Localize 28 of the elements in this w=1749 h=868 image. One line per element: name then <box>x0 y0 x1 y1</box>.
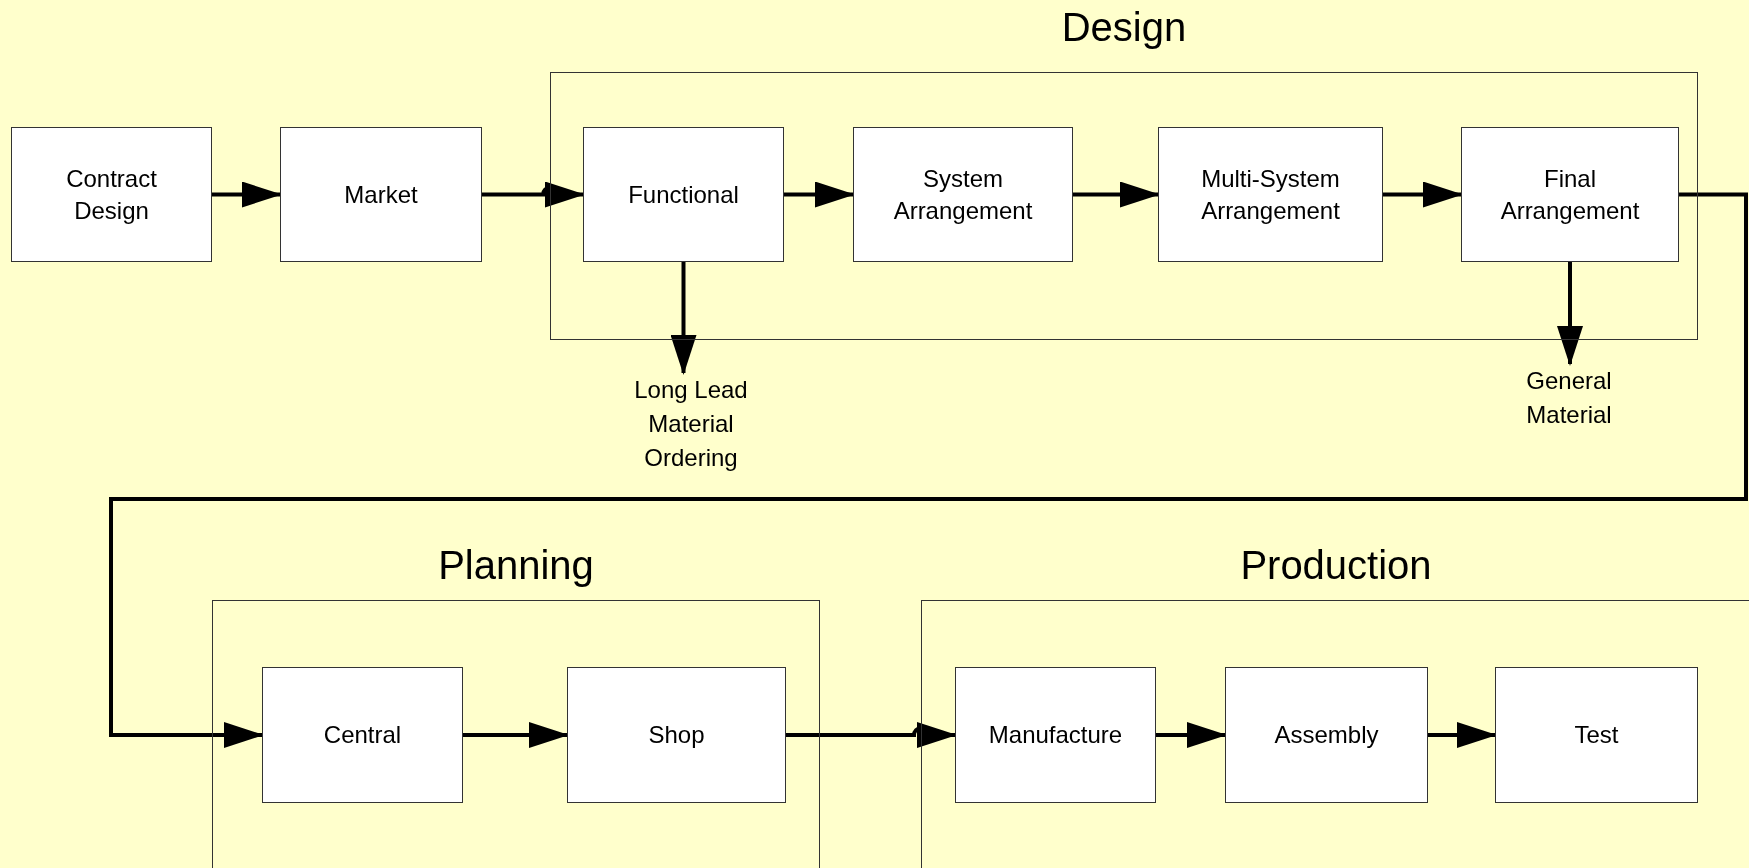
process-box: Multi-System Arrangement <box>1158 127 1383 262</box>
arrow <box>1383 181 1463 208</box>
process-box: Market <box>280 127 482 262</box>
arrow <box>1557 262 1583 366</box>
arrow <box>786 722 957 748</box>
arrow <box>784 181 855 208</box>
process-box: Test <box>1495 667 1698 803</box>
process-box: Assembly <box>1225 667 1428 803</box>
process-box: Functional <box>583 127 784 262</box>
arrow <box>463 722 569 748</box>
process-box: Manufacture <box>955 667 1156 803</box>
output-label: Long Lead Material Ordering <box>616 373 766 475</box>
arrow <box>1156 722 1227 748</box>
process-box: System Arrangement <box>853 127 1073 262</box>
process-box: Central <box>262 667 463 803</box>
group-heading: Design <box>1061 4 1187 50</box>
process-box: Shop <box>567 667 786 803</box>
arrow <box>482 181 585 208</box>
output-label: General Material <box>1494 364 1644 432</box>
arrow <box>212 181 282 208</box>
group-heading: Production <box>1240 542 1432 588</box>
process-box: Contract Design <box>11 127 212 262</box>
arrow <box>109 192 1748 748</box>
arrow <box>1073 181 1160 208</box>
process-box: Final Arrangement <box>1461 127 1679 262</box>
group-heading: Planning <box>438 542 594 588</box>
arrow <box>670 262 697 375</box>
arrow <box>1428 722 1497 748</box>
